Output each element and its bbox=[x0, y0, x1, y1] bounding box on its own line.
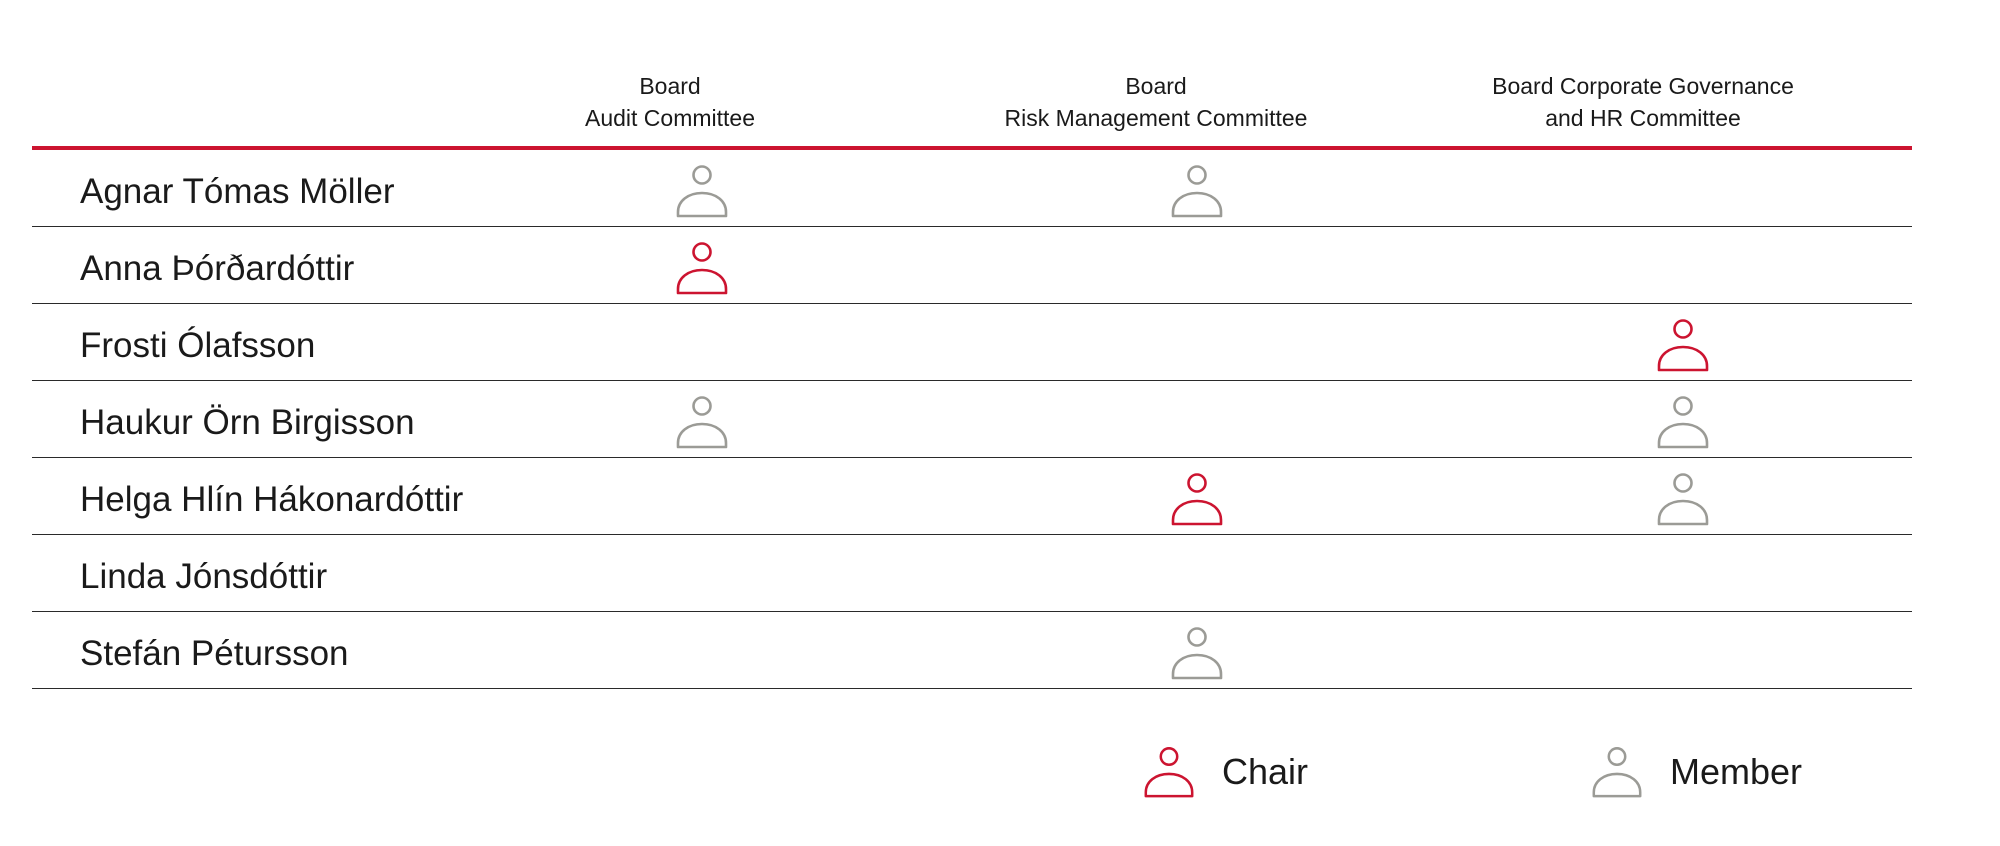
legend-chair-label: Chair bbox=[1222, 751, 1309, 792]
role-cell bbox=[1653, 160, 1713, 222]
legend-member: Member bbox=[1588, 740, 1802, 804]
role-cell-chair bbox=[1653, 314, 1713, 376]
role-cell-chair bbox=[1167, 468, 1227, 530]
role-cell bbox=[1167, 545, 1227, 607]
column-header-risk: Board Risk Management Committee bbox=[936, 70, 1376, 134]
member-legend-icon bbox=[1592, 747, 1642, 798]
role-cell-member bbox=[1653, 391, 1713, 453]
legend: Chair Member bbox=[0, 740, 2000, 810]
chair-person-icon bbox=[676, 242, 728, 295]
role-cell bbox=[672, 545, 732, 607]
role-cell bbox=[1167, 314, 1227, 376]
column-header-governance-hr: Board Corporate Governance and HR Commit… bbox=[1423, 70, 1863, 134]
legend-member-label: Member bbox=[1670, 751, 1803, 792]
role-cell bbox=[1167, 391, 1227, 453]
member-name: Stefán Pétursson bbox=[80, 634, 349, 673]
role-cell bbox=[672, 622, 732, 684]
role-cell-member bbox=[1167, 160, 1227, 222]
column-header-line1: Board bbox=[1125, 73, 1187, 99]
role-cell bbox=[672, 468, 732, 530]
member-name: Anna Þórðardóttir bbox=[80, 249, 355, 288]
role-cell-member bbox=[672, 391, 732, 453]
column-header-line2: Risk Management Committee bbox=[1004, 105, 1308, 131]
table-row: Helga Hlín Hákonardóttir bbox=[32, 458, 1912, 535]
role-cell bbox=[1653, 237, 1713, 299]
member-person-icon bbox=[676, 396, 728, 449]
committee-header: Board Audit Committee Board Risk Managem… bbox=[32, 70, 1912, 146]
member-person-icon bbox=[676, 165, 728, 218]
table-row: Stefán Pétursson bbox=[32, 612, 1912, 689]
role-cell-chair bbox=[672, 237, 732, 299]
member-person-icon bbox=[1171, 627, 1223, 680]
member-person-icon bbox=[1657, 473, 1709, 526]
member-name: Linda Jónsdóttir bbox=[80, 557, 328, 596]
member-name: Helga Hlín Hákonardóttir bbox=[80, 480, 464, 519]
column-header-line1: Board bbox=[639, 73, 701, 99]
column-header-line2: Audit Committee bbox=[584, 105, 755, 131]
header-divider bbox=[32, 146, 1912, 150]
member-person-icon bbox=[1657, 396, 1709, 449]
chair-person-icon bbox=[1171, 473, 1223, 526]
chair-legend-icon bbox=[1144, 747, 1194, 798]
role-cell bbox=[1653, 545, 1713, 607]
table-row: Frosti Ólafsson bbox=[32, 304, 1912, 381]
member-name: Haukur Örn Birgisson bbox=[80, 403, 415, 442]
role-cell-member bbox=[672, 160, 732, 222]
committee-table: Agnar Tómas Möller Anna Þórðardóttir Fro… bbox=[32, 150, 1912, 689]
member-person-icon bbox=[1588, 742, 1646, 802]
column-header-line1: Board Corporate Governance bbox=[1492, 73, 1794, 99]
chair-person-icon bbox=[1140, 742, 1198, 802]
table-row: Agnar Tómas Möller bbox=[32, 150, 1912, 227]
table-row: Anna Þórðardóttir bbox=[32, 227, 1912, 304]
role-cell bbox=[1653, 622, 1713, 684]
role-cell-member bbox=[1167, 622, 1227, 684]
role-cell bbox=[1167, 237, 1227, 299]
role-cell-member bbox=[1653, 468, 1713, 530]
legend-chair: Chair bbox=[1140, 740, 1308, 804]
column-header-line2: and HR Committee bbox=[1545, 105, 1741, 131]
member-name: Frosti Ólafsson bbox=[80, 326, 316, 365]
column-header-audit: Board Audit Committee bbox=[450, 70, 890, 134]
chair-person-icon bbox=[1657, 319, 1709, 372]
member-name: Agnar Tómas Möller bbox=[80, 172, 395, 211]
table-row: Linda Jónsdóttir bbox=[32, 535, 1912, 612]
member-person-icon bbox=[1171, 165, 1223, 218]
role-cell bbox=[672, 314, 732, 376]
table-row: Haukur Örn Birgisson bbox=[32, 381, 1912, 458]
